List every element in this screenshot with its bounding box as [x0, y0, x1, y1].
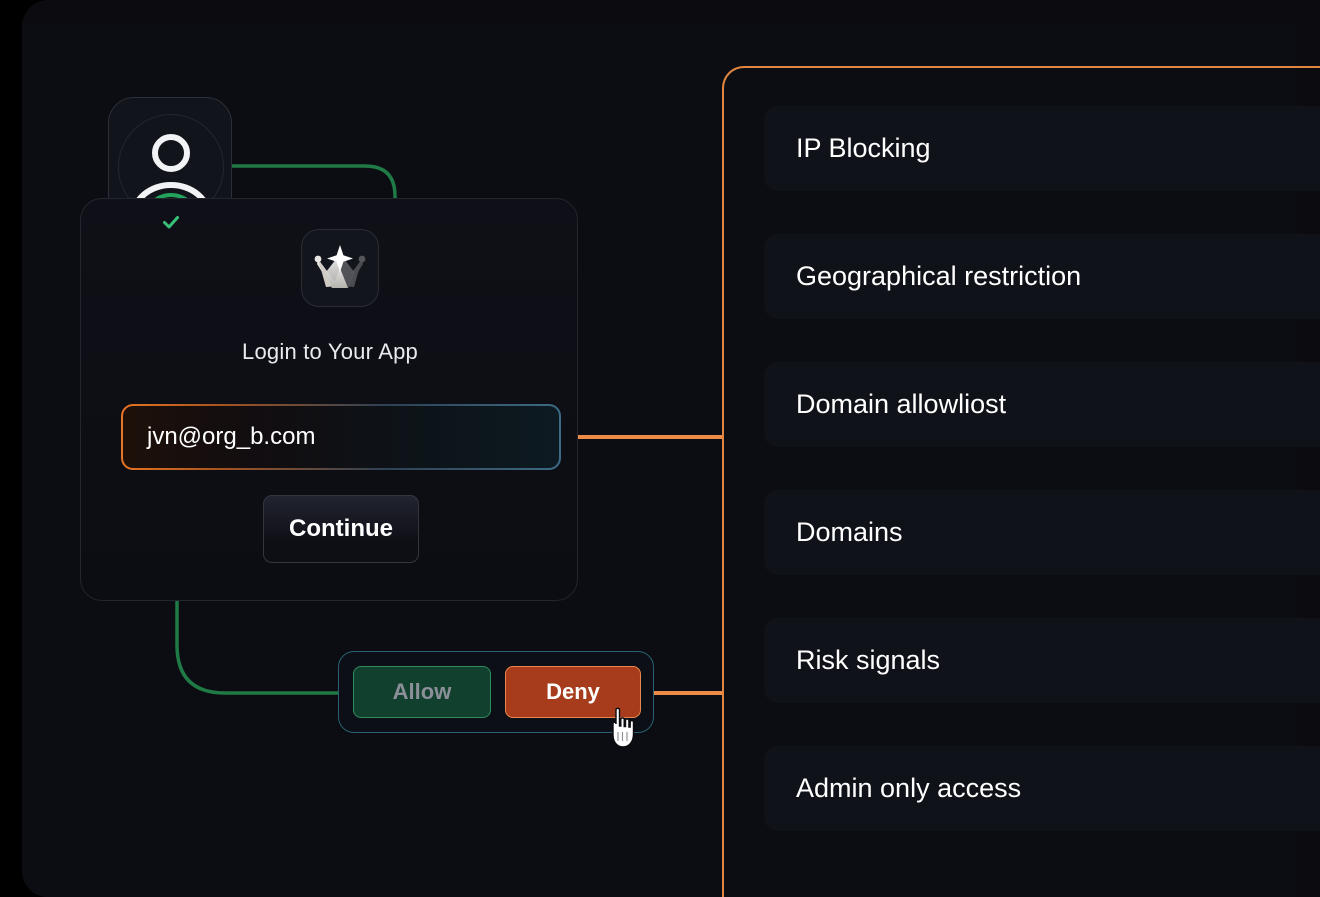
- policy-item-risk-signals[interactable]: Risk signals: [764, 618, 1320, 703]
- policy-item-domains[interactable]: Domains: [764, 490, 1320, 575]
- email-field-wrapper[interactable]: jvn@org_b.com: [121, 404, 561, 470]
- policy-item-ip-blocking[interactable]: IP Blocking: [764, 106, 1320, 191]
- policy-panel: IP Blocking Geographical restriction Dom…: [722, 66, 1320, 897]
- policy-item-domain-allowlist[interactable]: Domain allowliost: [764, 362, 1320, 447]
- decision-group: Allow Deny: [338, 651, 654, 733]
- pointing-hand-cursor: [612, 707, 635, 748]
- page-title: Login to Your App: [242, 339, 418, 364]
- policy-item-geographical-restriction[interactable]: Geographical restriction: [764, 234, 1320, 319]
- email-field[interactable]: jvn@org_b.com: [123, 406, 559, 468]
- avatar-head-icon: [152, 134, 190, 172]
- allow-button[interactable]: Allow: [353, 666, 491, 718]
- continue-button[interactable]: Continue: [263, 495, 419, 563]
- crown-sparkle-logo: [301, 229, 379, 307]
- policy-item-admin-only-access[interactable]: Admin only access: [764, 746, 1320, 831]
- login-card: Login to Your App jvn@org_b.com Continue: [80, 198, 578, 601]
